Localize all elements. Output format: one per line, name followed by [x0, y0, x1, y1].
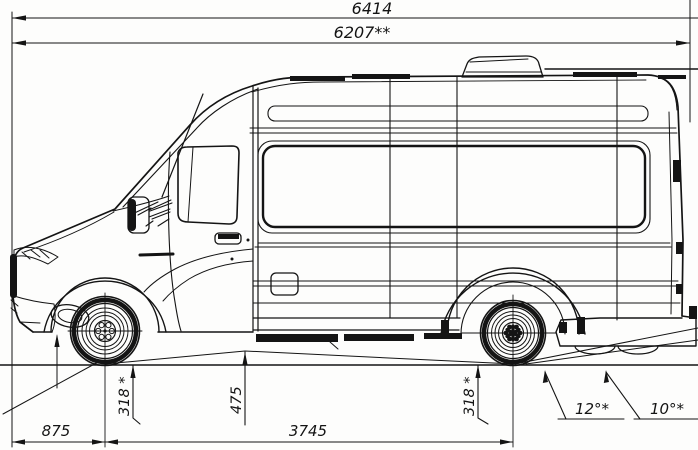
- rear-corner-lines: [659, 77, 678, 315]
- van-outline: [11, 74, 684, 333]
- dim-length-secondary: [11, 40, 691, 46]
- underbody-bar: [424, 333, 462, 339]
- underbody-bar: [344, 334, 414, 341]
- fuel-door: [270, 272, 299, 296]
- arrowhead-left-icon: [12, 439, 25, 445]
- secondary-length-label: 6207**: [334, 23, 391, 42]
- arrowhead-up-icon: [603, 370, 609, 383]
- rub-strip: [254, 242, 672, 248]
- headlight-hatch: [21, 249, 50, 260]
- arrowhead-right-icon: [500, 439, 513, 445]
- arrowhead-up-icon: [475, 365, 481, 378]
- arrowhead-up-icon: [54, 334, 60, 347]
- rear-hinge: [676, 242, 683, 254]
- grille-strip: [10, 254, 17, 298]
- clearance-front-label: 318 *: [117, 376, 133, 416]
- window-band-frame: [257, 140, 651, 234]
- door-mirror: [127, 196, 172, 234]
- clearance-rear-label: 318 *: [462, 376, 478, 416]
- rear-wheel: [477, 299, 549, 367]
- roof-rail-segment: [290, 76, 345, 81]
- wheel-arches: [43, 267, 586, 335]
- arrowhead-right-icon: [676, 40, 690, 46]
- b-pillar: [252, 85, 259, 332]
- departure-line-10: [525, 339, 698, 365]
- departure-angle-10-label: 10°*: [650, 400, 685, 418]
- cowl-line: [112, 195, 170, 212]
- cab-crease-1: [143, 248, 254, 293]
- arrowhead-up-icon: [130, 365, 136, 378]
- mud-flap: [577, 317, 585, 334]
- arrowhead-up-icon: [542, 370, 548, 383]
- door-dot: [230, 257, 234, 261]
- door-handle-dark: [218, 234, 239, 239]
- body-lines: [252, 280, 681, 304]
- dim-clearance-mid: [242, 351, 248, 426]
- roof-vent-lines: [465, 58, 542, 73]
- front-overhang-label: 875: [42, 422, 71, 440]
- mud-flap: [441, 320, 449, 334]
- rear-step: [555, 315, 697, 347]
- van-body: [10, 74, 684, 333]
- badge: [138, 252, 175, 257]
- roof-vent: [461, 55, 544, 78]
- keyhole: [246, 238, 250, 242]
- overall-length-label: 6414: [352, 0, 393, 18]
- hood-seam: [23, 211, 115, 253]
- arrowhead-left-icon: [105, 439, 118, 445]
- roof-rail-segment: [352, 74, 410, 79]
- underbody-bar: [256, 334, 338, 342]
- dim-overall-length: [11, 15, 698, 21]
- arrowhead-left-icon: [12, 40, 26, 46]
- bumper-bottom: [19, 321, 254, 333]
- headlight: [13, 246, 59, 265]
- breakover-line: [104, 350, 514, 365]
- dim-clearance-rear: [475, 364, 489, 425]
- dim-front-overhang: [11, 439, 514, 445]
- grille-hatch: [10, 299, 19, 314]
- front-wheel: [67, 295, 143, 367]
- cab-door-window: [177, 145, 240, 225]
- approach-line: [2, 360, 101, 415]
- rocker-lines: [252, 317, 461, 331]
- angle-lines: [2, 327, 698, 415]
- bumper-lines: [13, 295, 56, 333]
- extension-lines: [11, 0, 691, 448]
- side-body: [249, 76, 697, 355]
- dim-clearance-front: [130, 364, 141, 425]
- step-bracket: [559, 322, 567, 333]
- panel-seams: [389, 76, 618, 321]
- interior-lines: [145, 202, 173, 227]
- clearance-mid-label: 475: [229, 386, 245, 414]
- roof-details: [290, 55, 698, 81]
- roof-indent-strip: [267, 105, 649, 122]
- wheelbase-label: 3745: [289, 422, 327, 440]
- gutter-lines: [249, 127, 678, 134]
- roof-rail-segment: [573, 72, 637, 77]
- side-windows: [261, 144, 647, 229]
- windshield-inner: [122, 88, 259, 208]
- arrowhead-right-icon: [92, 439, 105, 445]
- roof-rail-segment: [658, 75, 686, 79]
- departure-angle-12-label: 12°*: [575, 400, 610, 418]
- door-front-seam: [167, 151, 182, 332]
- window-divider: [187, 146, 194, 223]
- rear-hinge: [676, 284, 683, 294]
- step-bracket: [689, 306, 697, 319]
- arrowhead-up-icon: [242, 352, 248, 365]
- cab-crease-2: [162, 260, 254, 302]
- roof-inner-line: [251, 79, 647, 93]
- angle-label-10: [603, 370, 698, 420]
- door-handle: [214, 232, 242, 245]
- departure-line-12: [514, 327, 698, 365]
- angle-label-12: [542, 370, 625, 420]
- arrowhead-left-icon: [12, 15, 26, 21]
- rear-lamp: [673, 160, 681, 182]
